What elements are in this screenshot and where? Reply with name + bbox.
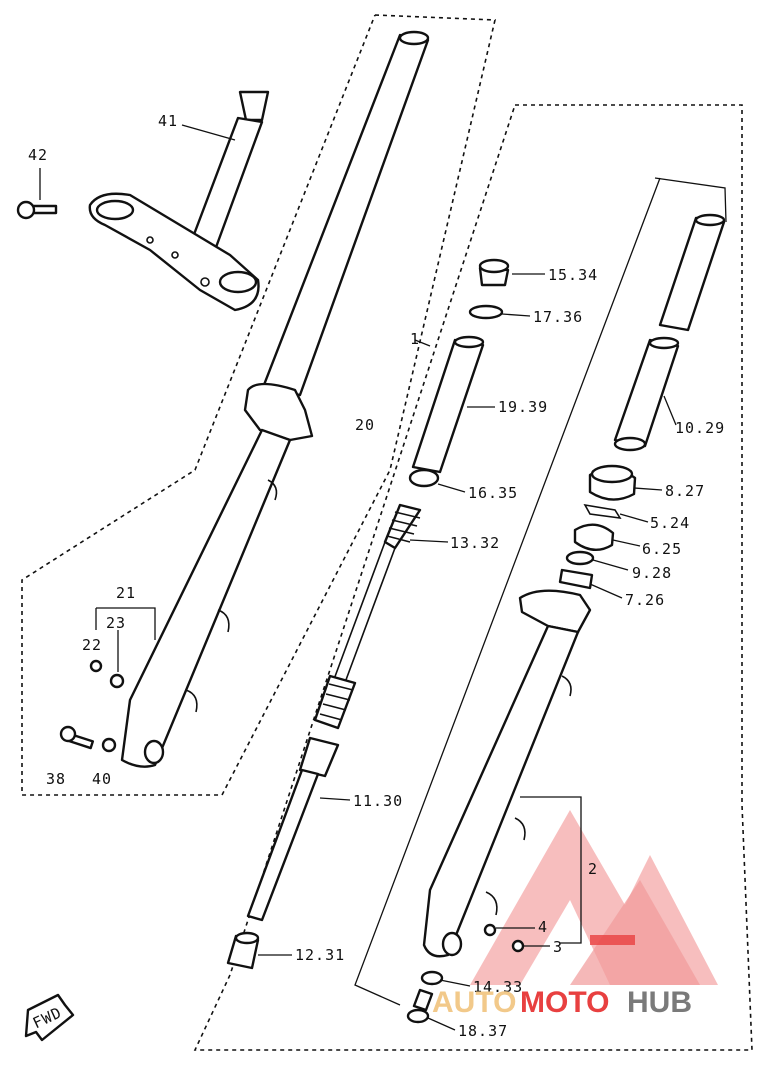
label-1: 1	[410, 330, 420, 348]
label-38: 38	[46, 770, 66, 788]
lead-1	[414, 339, 431, 347]
label-16-35: 16.35	[468, 484, 518, 502]
fwd-arrow: FWD	[24, 993, 75, 1042]
label-19-39: 19.39	[498, 398, 548, 416]
label-20: 20	[355, 416, 375, 434]
watermark-moto: MOTO	[520, 986, 609, 1019]
watermark-logo	[470, 810, 718, 985]
small-bolts-left	[59, 659, 125, 753]
label-42: 42	[28, 146, 48, 164]
label-14-33: 14.33	[473, 978, 523, 996]
label-23: 23	[106, 614, 126, 632]
bolt-42	[16, 200, 58, 220]
label-7-26: 7.26	[625, 591, 665, 609]
bracket-21	[96, 607, 156, 640]
inner-assembly-group-outline	[193, 104, 753, 1051]
watermark-auto: AUTO	[432, 986, 516, 1019]
o-ring-17-36	[468, 304, 504, 320]
spring-13-32	[313, 503, 422, 730]
outer-leg-group-outline	[21, 14, 496, 796]
damper-rod-11-30	[226, 736, 340, 970]
cap-bolt-15-34	[478, 258, 510, 287]
outer-slider-2	[422, 589, 592, 958]
label-8-27: 8.27	[665, 482, 705, 500]
label-17-36: 17.36	[533, 308, 583, 326]
watermark-hub: HUB	[627, 986, 692, 1019]
inner-tube-10-29	[613, 213, 726, 452]
bracket-top-right	[654, 177, 727, 223]
label-22: 22	[82, 636, 102, 654]
label-41: 41	[158, 112, 178, 130]
label-10-29: 10.29	[675, 419, 725, 437]
label-11-30: 11.30	[353, 792, 403, 810]
label-18-37: 18.37	[458, 1022, 508, 1040]
label-13-32: 13.32	[450, 534, 500, 552]
label-9-28: 9.28	[632, 564, 672, 582]
inner-tube-19-39	[408, 335, 485, 488]
label-6-25: 6.25	[642, 540, 682, 558]
leader-lines	[39, 124, 677, 1031]
washer-14-33	[420, 970, 444, 986]
label-3: 3	[553, 938, 563, 956]
label-4: 4	[538, 918, 548, 936]
label-2: 2	[588, 860, 598, 878]
label-40: 40	[92, 770, 112, 788]
label-12-31: 12.31	[295, 946, 345, 964]
bracket-2	[520, 796, 582, 944]
label-21: 21	[116, 584, 136, 602]
label-15-34: 15.34	[548, 266, 598, 284]
part-labels: 41 42 20 1 15.34 17.36 19.39 16.35 13.32…	[28, 112, 725, 1040]
bracket-inner-left	[354, 177, 661, 1006]
label-5-24: 5.24	[650, 514, 690, 532]
watermark-text: AUTO MOTO HUB	[432, 986, 692, 1019]
steering-stem-41	[88, 90, 270, 312]
outer-slider-20	[120, 30, 430, 768]
bolt-18-37	[406, 988, 434, 1024]
seal-parts-right	[558, 464, 637, 590]
